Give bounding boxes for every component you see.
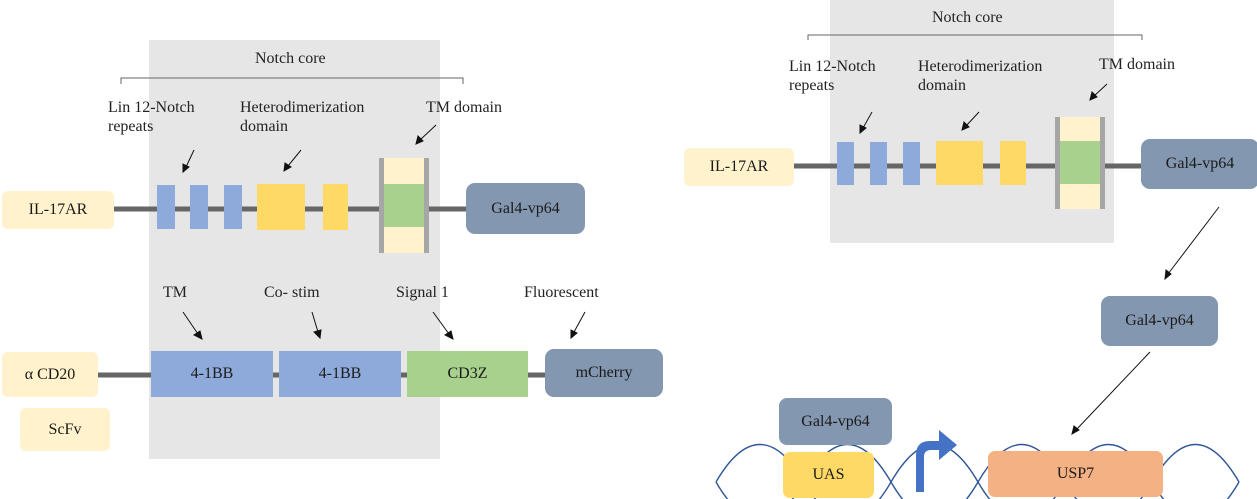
- tm-domain-cream-top-right: [1055, 117, 1105, 141]
- lin12-repeat-1: [157, 185, 175, 229]
- 4-1bb-costim-domain: 4-1BB: [279, 351, 401, 397]
- release-arrow-2: [1075, 351, 1151, 431]
- notch-core-label-right: Notch core: [932, 9, 1003, 26]
- gal4-vp64-bound: Gal4-vp64: [779, 398, 892, 445]
- lin12-pointer-arrow: [185, 149, 195, 168]
- notch-core-label: Notch core: [255, 50, 326, 67]
- tm-domain-left-bar: [379, 158, 384, 253]
- lin12-notch-label: Lin 12-Notch repeats: [108, 99, 195, 135]
- tm-domain-green: [379, 184, 429, 227]
- 4-1bb-tm-domain: 4-1BB: [151, 351, 273, 397]
- lin12-notch-label-right: Lin 12-Notch repeats: [789, 58, 876, 94]
- lin12-repeat-3-right: [903, 142, 920, 185]
- il17ar-domain-right: IL-17AR: [684, 148, 794, 186]
- hetero-domain-small-block: [323, 184, 348, 230]
- cd3z-domain: CD3Z: [407, 351, 528, 397]
- tm-domain-pointer-arrow-right: [1093, 83, 1108, 97]
- tm-domain-right-bar-right: [1100, 117, 1105, 209]
- scfv-domain: ScFv: [20, 408, 110, 451]
- hetero-domain-block: [257, 184, 305, 230]
- lin12-repeat-2-right: [870, 142, 887, 185]
- tm-domain-block-right: [1055, 117, 1105, 209]
- lin12-repeat-2: [190, 185, 208, 229]
- notch-core-bracket: [120, 77, 464, 84]
- fluorescent-pointer-arrow: [573, 311, 586, 333]
- tm-domain-cream-bottom-right: [1055, 184, 1105, 209]
- anti-cd20-domain: α CD20: [2, 352, 98, 397]
- costim-pointer-arrow: [311, 311, 319, 333]
- tm-domain-label: TM domain: [426, 99, 502, 116]
- tm-domain-right-bar: [424, 158, 429, 253]
- tm-domain-label-right: TM domain: [1099, 56, 1175, 73]
- tm-domain-block: [379, 158, 429, 253]
- promoter-arrow-icon: [916, 430, 957, 492]
- gal4-vp64-domain: Gal4-vp64: [466, 183, 585, 234]
- fluorescent-label: Fluorescent: [524, 284, 599, 301]
- gal4-vp64-released: Gal4-vp64: [1101, 296, 1218, 346]
- uas-element: UAS: [783, 452, 874, 498]
- mcherry-domain: mCherry: [545, 349, 663, 397]
- lin12-repeat-1-right: [837, 142, 854, 185]
- costim-label: Co- stim: [264, 284, 320, 301]
- heterodimerization-label: Heterodimerization domain: [240, 99, 365, 135]
- signal1-pointer-arrow: [432, 311, 450, 335]
- tm-domain-green-right: [1055, 141, 1105, 184]
- gal4-vp64-tethered: Gal4-vp64: [1141, 139, 1257, 189]
- hetero-pointer-arrow: [287, 149, 302, 167]
- release-arrow-1: [1167, 206, 1220, 275]
- il17ar-domain: IL-17AR: [2, 191, 114, 229]
- signal1-label: Signal 1: [396, 284, 449, 301]
- hetero-domain-small-block-right: [1000, 141, 1026, 185]
- hetero-pointer-arrow-right: [965, 111, 980, 127]
- usp7-gene: USP7: [988, 451, 1163, 497]
- tm-domain-pointer-arrow: [419, 124, 437, 141]
- tm-domain-left-bar-right: [1055, 117, 1060, 209]
- lin12-repeat-3: [224, 185, 242, 229]
- tm-pointer-arrow: [182, 311, 199, 335]
- tm-domain-cream-top: [379, 158, 429, 184]
- lin12-pointer-arrow-right: [862, 111, 873, 129]
- heterodimerization-label-right: Heterodimerization domain: [918, 58, 1043, 94]
- notch-core-bracket-right: [807, 34, 1143, 40]
- tm-label: TM: [163, 284, 187, 301]
- tm-domain-cream-bottom: [379, 227, 429, 253]
- hetero-domain-block-right: [936, 141, 983, 185]
